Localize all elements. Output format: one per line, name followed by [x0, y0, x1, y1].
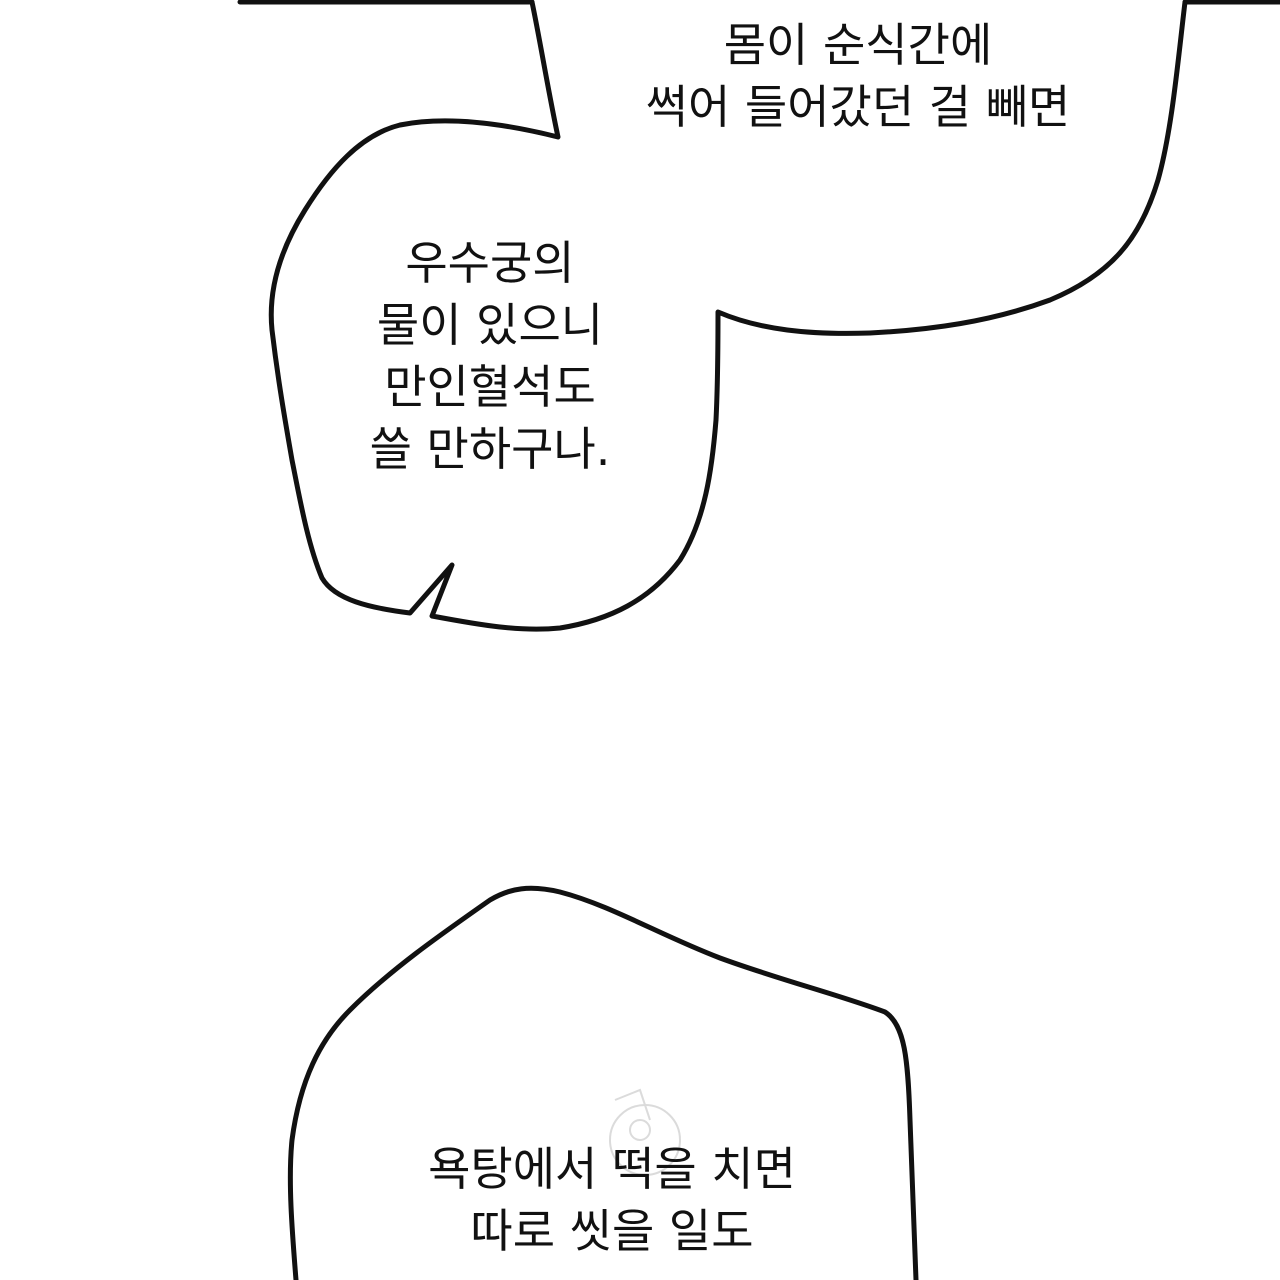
watermark-logo	[609, 1088, 681, 1176]
dialogue-line: 몸이 순식간에	[723, 18, 993, 72]
speech-bubble-middle-text: 우수궁의 물이 있으니 만인혈석도 쓸 만하구나.	[370, 232, 611, 480]
speech-bubble-bottom	[287, 885, 919, 1280]
dialogue-line: 만인혈석도	[384, 360, 596, 414]
dialogue-line: 우수궁의	[405, 236, 575, 290]
speech-bubble-top-and-middle	[268, 0, 1188, 632]
dialogue-line: 쓸 만하구나.	[369, 422, 611, 476]
speech-bubble-bottom-text: 욕탕에서 떡을 치면 따로 씻을 일도	[428, 1138, 796, 1262]
dialogue-line: 욕탕에서 떡을 치면	[428, 1142, 796, 1196]
dialogue-line: 썩어 들어갔던 걸 빼면	[645, 80, 1071, 134]
speech-bubble-top-text: 몸이 순식간에 썩어 들어갔던 걸 빼면	[646, 14, 1071, 138]
dialogue-line: 따로 씻을 일도	[470, 1204, 754, 1258]
dialogue-line: 물이 있으니	[376, 298, 604, 352]
